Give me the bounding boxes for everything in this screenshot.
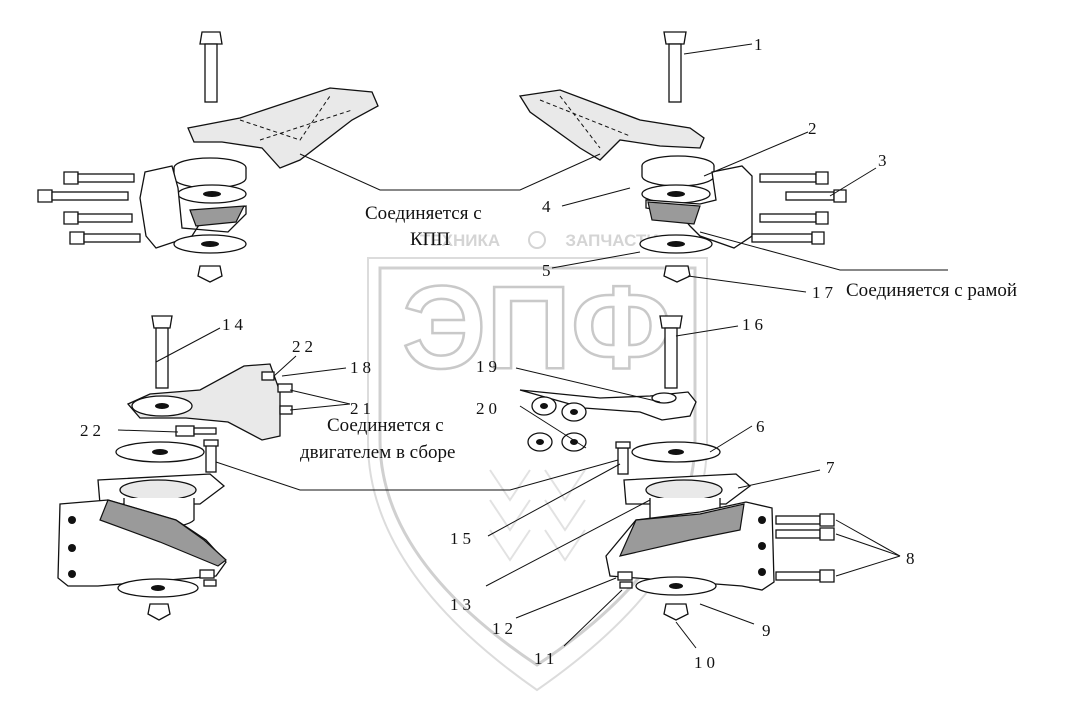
watermark-logo: ЭПФ — [402, 262, 671, 394]
connection-notes: Соединяется с КПП Соединяется с рамой Со… — [300, 203, 1017, 463]
watermark-right-word: ЗАПЧАСТИ — [565, 231, 658, 250]
vertical-bolt — [659, 315, 683, 389]
watermark-left-word: ТЕХНИКА — [420, 231, 500, 250]
vertical-bolt — [199, 31, 223, 103]
callout-3: 3 — [878, 151, 891, 170]
vertical-bolt — [663, 31, 687, 103]
callout-15: 15 — [450, 529, 475, 548]
callout-10: 10 — [694, 653, 719, 672]
callout-20: 20 — [476, 399, 501, 418]
transmission-bracket — [518, 89, 705, 161]
vertical-bolt — [151, 315, 173, 389]
callout-16: 16 — [742, 315, 767, 334]
wheat-emblem-icon — [489, 469, 586, 562]
note-engine-line2: двигателем в сборе — [300, 442, 455, 463]
lower-nut — [197, 265, 223, 283]
note-frame: Соединяется с рамой — [846, 280, 1017, 301]
side-bolts-left — [37, 171, 141, 245]
left-support-body — [139, 165, 247, 249]
callout-13: 13 — [450, 595, 475, 614]
callout-12: 12 — [492, 619, 517, 638]
callout-numbers: 1 2 3 4 5 6 7 8 9 10 11 12 13 14 15 16 1… — [80, 35, 919, 672]
callout-6: 6 — [756, 417, 769, 436]
callout-22-top: 22 — [292, 337, 317, 356]
side-bolts-right — [751, 171, 847, 245]
note-kpp-line2: КПП — [410, 229, 450, 250]
note-kpp-line1: Соединяется с — [365, 203, 482, 224]
transmission-bracket — [187, 87, 379, 169]
side-bolts — [775, 513, 835, 583]
washer-set — [527, 396, 587, 452]
callout-1: 1 — [754, 35, 767, 54]
top-left-mount-assembly — [37, 31, 379, 283]
top-right-mount-assembly — [518, 31, 847, 283]
bottom-left-mount-assembly — [57, 315, 293, 621]
lower-nut — [663, 603, 689, 621]
callout-17: 17 — [812, 283, 837, 302]
note-engine-line1: Соединяется с — [327, 415, 444, 436]
callout-7: 7 — [826, 458, 839, 477]
callout-2: 2 — [808, 119, 821, 138]
gear-icon — [528, 231, 546, 249]
callout-11: 11 — [534, 649, 558, 668]
lower-nut — [663, 265, 691, 283]
callout-18: 18 — [350, 358, 375, 377]
callout-21: 21 — [350, 399, 375, 418]
leader-lines — [117, 43, 948, 649]
callout-5: 5 — [542, 261, 555, 280]
callout-4: 4 — [542, 197, 555, 216]
bottom-right-mount-assembly — [519, 315, 835, 621]
callout-14: 14 — [222, 315, 247, 334]
callout-22-bottom: 22 — [80, 421, 105, 440]
callout-8: 8 — [906, 549, 919, 568]
callout-19: 19 — [476, 357, 501, 376]
callout-9: 9 — [762, 621, 775, 640]
